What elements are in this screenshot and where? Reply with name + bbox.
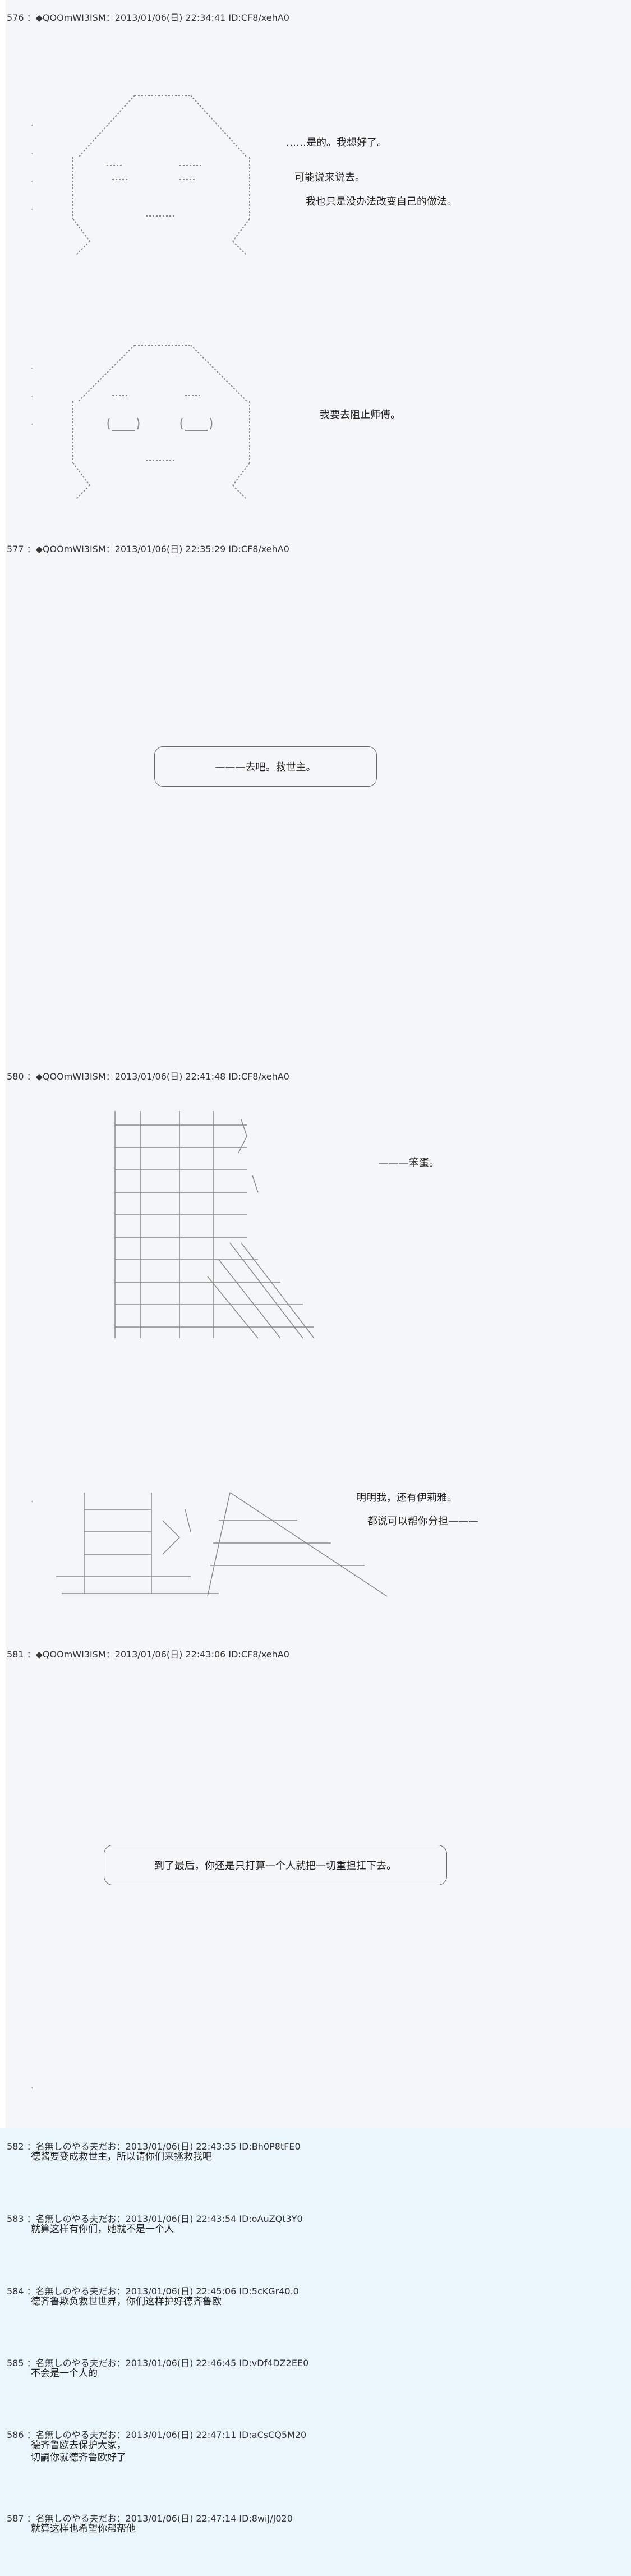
dialog-line: 我要去阻止师傅。 <box>320 409 400 421</box>
reply-text: 德酱要变成救世主，所以请你们来拯救我吧 <box>31 2151 212 2162</box>
post-header: 580 ：◆QOOmWI3ISM：2013/01/06(日) 22:41:48 … <box>7 1071 289 1082</box>
dialog-line: 都说可以帮你分担——— <box>367 1516 478 1527</box>
dialog-line: ……是的。我想好了。 <box>286 137 387 149</box>
dialog-line: ———笨蛋。 <box>379 1157 439 1169</box>
reply-header: 585 ：名無しのやる夫だお：2013/01/06(日) 22:46:45 ID… <box>7 2358 309 2368</box>
post-header: 577 ：◆QOOmWI3ISM：2013/01/06(日) 22:35:29 … <box>7 544 289 554</box>
ascii-art-scene <box>114 1111 315 1339</box>
ascii-art-face <box>72 345 250 500</box>
dialog-line: 明明我，还有伊莉雅。 <box>356 1492 457 1504</box>
reply-header: 586 ：名無しのやる夫だお：2013/01/06(日) 22:47:11 ID… <box>7 2430 307 2440</box>
ascii-art-face <box>72 95 250 256</box>
reply-text: 就算这样有你们，她就不是一个人 <box>31 2224 174 2235</box>
reply-header: 583 ：名無しのやる夫だお：2013/01/06(日) 22:43:54 ID… <box>7 2214 303 2224</box>
speech-box: ———去吧。救世主。 <box>154 746 377 787</box>
dialog-line: ———去吧。救世主。 <box>215 761 316 773</box>
post-header: 581 ：◆QOOmWI3ISM：2013/01/06(日) 22:43:06 … <box>7 1649 289 1660</box>
reply-header: 587 ：名無しのやる夫だお：2013/01/06(日) 22:47:14 ID… <box>7 2513 293 2524</box>
thread-replies-area <box>0 2128 631 2576</box>
reply-header: 584 ：名無しのやる夫だお：2013/01/06(日) 22:45:06 ID… <box>7 2286 299 2297</box>
reply-text: 就算这样也希望你帮帮他 <box>31 2523 136 2534</box>
dialog-line: 到了最后，你还是只打算一个人就把一切重担扛下去。 <box>154 1860 397 1872</box>
post-header: 576 ：◆QOOmWI3ISM：2013/01/06(日) 22:34:41 … <box>7 12 289 23</box>
ascii-art-scene <box>56 1492 388 1597</box>
dialog-line: 可能说来说去。 <box>294 172 365 183</box>
reply-text: 切嗣你就德齐鲁欧好了 <box>31 2452 126 2463</box>
dialog-line: 我也只是没办法改变自己的做法。 <box>306 196 457 208</box>
reply-text: 德齐鲁欺负救世世界，你们这样护好德齐鲁欧 <box>31 2296 222 2307</box>
reply-text: 不会是一个人的 <box>31 2368 98 2379</box>
reply-header: 582 ：名無しのやる夫だお：2013/01/06(日) 22:43:35 ID… <box>7 2141 301 2152</box>
reply-text: 德齐鲁欧去保护大家， <box>31 2440 126 2451</box>
speech-box: 到了最后，你还是只打算一个人就把一切重担扛下去。 <box>104 1845 447 1885</box>
thread-posts-area <box>6 0 631 2128</box>
